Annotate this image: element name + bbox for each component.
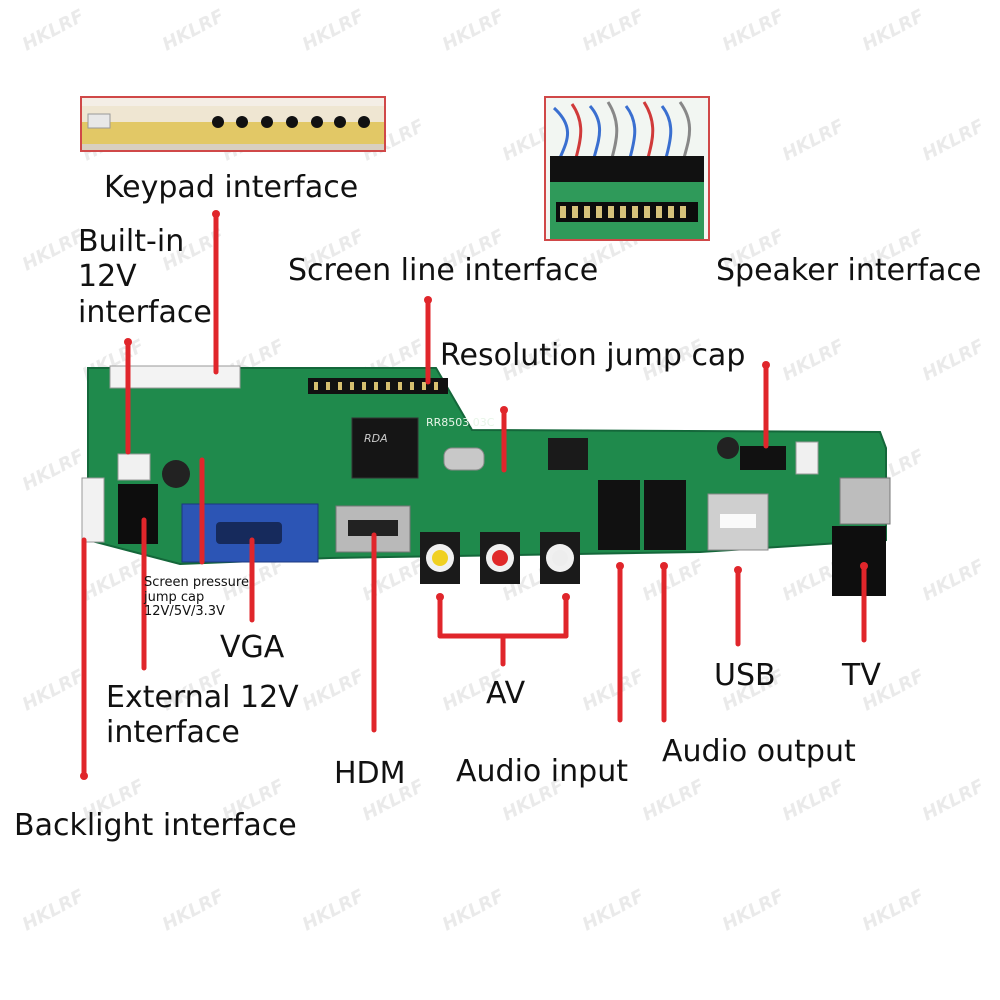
tv-tuner [839,477,891,525]
external-12v-interface-label: External 12V interface [106,680,299,751]
builtin-12v-connector [117,453,151,481]
hdm-label: HDM [334,756,406,791]
backlight-connector [81,477,105,543]
board-model-label: RR8503.03C [426,416,495,429]
pointer-dots [80,210,868,780]
capacitor [717,437,739,459]
aux-chip [548,438,588,470]
screen-line-interface-label: Screen line interface [288,253,599,288]
speaker-interface-label: Speaker interface [716,253,982,288]
resolution-jump-cap-label: Resolution jump cap [440,338,746,373]
lvds-cable-drawing [550,101,704,239]
keypad-board-photo [80,96,386,152]
pointer-lines [81,211,867,779]
tv-connector [832,526,886,596]
usb-label: USB [714,658,776,693]
av-label: AV [486,676,526,711]
audio-input-jack [598,480,640,550]
vga-label: VGA [220,630,285,665]
speaker-connector [795,441,819,475]
lvds-cable-photo [544,96,710,241]
power-capacitor [162,460,190,488]
keypad-board-drawing [82,106,384,150]
audio-input-label: Audio input [456,754,628,789]
backlight-interface-label: Backlight interface [14,808,297,843]
chip-label: RDA [364,432,388,445]
keypad-interface-label: Keypad interface [104,170,359,205]
dc-jack [118,484,158,544]
screen-pressure-jump-cap-label: Screen pressure jump cap 12V/5V/3.3V [144,575,249,620]
builtin-12v-interface-label: Built-in 12V interface [78,224,212,330]
tv-label: TV [842,658,881,693]
keypad-connector [109,365,241,389]
crystal [443,447,485,471]
audio-output-jack [644,480,686,550]
av-jacks [420,532,580,584]
amp-chip [740,446,786,470]
main-chip [351,417,419,479]
audio-output-label: Audio output [662,734,856,769]
